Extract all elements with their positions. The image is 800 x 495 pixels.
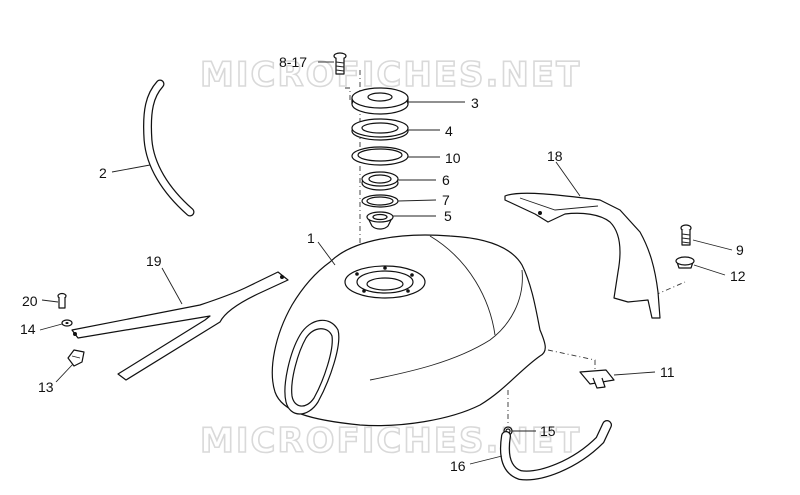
ring-6 — [361, 171, 399, 191]
washer-14 — [61, 319, 73, 327]
bolt-9 — [680, 224, 692, 246]
filter-5 — [366, 211, 394, 230]
fuel-hose-16 — [499, 420, 612, 481]
callout-13: 13 — [38, 379, 54, 395]
flange-ring-4 — [351, 118, 409, 141]
callout-18: 18 — [547, 148, 563, 164]
callout-4: 4 — [445, 123, 453, 139]
callout-7: 7 — [442, 192, 450, 208]
callout-8-17: 8-17 — [279, 54, 307, 70]
tab-11 — [579, 369, 615, 389]
watermark-bottom: MICROFICHES.NET — [200, 421, 581, 461]
callout-11: 11 — [660, 364, 675, 380]
callout-1: 1 — [307, 230, 315, 246]
callout-10: 10 — [445, 150, 461, 166]
rubber-mount-12 — [675, 256, 695, 269]
tab-axis-line — [547, 349, 596, 372]
callout-2: 2 — [99, 165, 107, 181]
clip-13 — [67, 349, 85, 367]
screw-axis-line — [342, 87, 351, 100]
screw-8-17 — [333, 52, 347, 75]
leader-lines — [39, 61, 733, 465]
callout-12: 12 — [730, 268, 746, 284]
bracket-axis-line — [654, 281, 686, 296]
callout-9: 9 — [736, 242, 744, 258]
screw-20 — [57, 292, 67, 309]
callout-3: 3 — [471, 95, 479, 111]
vent-tube-2 — [143, 79, 195, 217]
callout-5: 5 — [444, 208, 452, 224]
callout-15: 15 — [540, 423, 556, 439]
rear-bracket-18 — [504, 192, 661, 319]
callout-16: 16 — [450, 458, 466, 474]
gasket-10 — [351, 146, 409, 166]
strap-19 — [71, 271, 289, 381]
fuel-tank — [271, 234, 546, 427]
callout-6: 6 — [442, 172, 450, 188]
callout-19: 19 — [146, 253, 162, 269]
callout-20: 20 — [22, 293, 38, 309]
o-ring-7 — [361, 194, 399, 208]
callout-14: 14 — [20, 321, 36, 337]
filler-cap-3 — [351, 87, 409, 115]
